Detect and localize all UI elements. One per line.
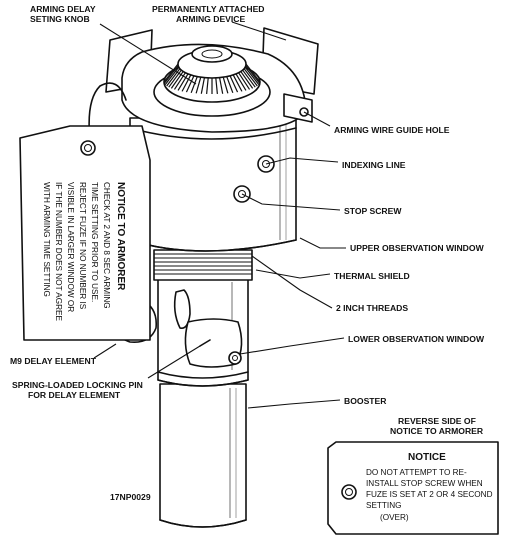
label-arming-delay-1: ARMING DELAY	[30, 4, 96, 14]
knob-knurl-tick	[245, 65, 261, 84]
tag-front-title: NOTICE TO ARMORER	[115, 182, 126, 291]
tag-front-line-5: IF THE NUMBER DOES NOT AGREE	[54, 182, 63, 321]
tag-front-line-1: CHECK AT 2 AND 8 SEC ARMING	[102, 182, 111, 309]
knob-knurl-tick	[222, 77, 229, 94]
knob-knurl-tick	[166, 68, 181, 87]
knob-knurl-tick	[195, 77, 202, 94]
knob-knurl-tick	[164, 66, 180, 86]
tag-back-line-2: INSTALL STOP SCREW WHEN	[366, 479, 483, 488]
notice-tag-back: NOTICE DO NOT ATTEMPT TO RE- INSTALL STO…	[327, 441, 499, 535]
tag-back-line-1: DO NOT ATTEMPT TO RE-	[366, 468, 467, 477]
tag-back-title: NOTICE	[408, 452, 446, 463]
label-perm-attached-2: ARMING DEVICE	[176, 14, 246, 24]
leader-lines	[93, 21, 346, 409]
knob-knurl-tick	[232, 74, 243, 92]
label-booster: BOOSTER	[344, 396, 387, 406]
label-two-inch-threads: 2 INCH THREADS	[336, 303, 408, 313]
knob-knurl-tick	[242, 69, 256, 88]
knob-knurl-tick	[240, 71, 254, 89]
label-arming-wire-guide-hole: ARMING WIRE GUIDE HOLE	[334, 125, 450, 135]
tag-back-line-4: SETTING	[366, 501, 401, 510]
knob-knurl-tick	[218, 77, 224, 94]
locking-pin	[199, 339, 211, 347]
tag-front-line-3: REJECT FUZE IF NO NUMBER IS	[78, 182, 87, 310]
knob-knurl-tick	[245, 63, 261, 83]
threads	[153, 249, 253, 281]
label-reverse-side-2: NOTICE TO ARMORER	[390, 426, 484, 436]
notice-tag-front: NOTICE TO ARMORER CHECK AT 2 AND 8 SEC A…	[19, 82, 151, 341]
knob-knurl-tick	[243, 68, 258, 87]
knob-knurl-tick	[229, 75, 239, 93]
label-figure-id: 17NP0029	[110, 492, 151, 502]
label-upper-observation-window: UPPER OBSERVATION WINDOW	[350, 243, 485, 253]
label-lower-observation-window: LOWER OBSERVATION WINDOW	[348, 334, 485, 344]
tag-front-line-4: VISIBLE IN LARGER WINDOW OR	[66, 182, 75, 312]
knob-knurl-tick	[177, 73, 189, 91]
tag-back-line-3: FUZE IS SET AT 2 OR 4 SECOND	[366, 490, 493, 499]
upper-body	[129, 117, 297, 252]
label-thermal-shield: THERMAL SHIELD	[334, 271, 410, 281]
lower-observation-window	[184, 318, 243, 368]
knob-knurl-tick	[190, 76, 198, 94]
label-spring-pin-2: FOR DELAY ELEMENT	[28, 390, 121, 400]
label-spring-pin-1: SPRING-LOADED LOCKING PIN	[12, 380, 143, 390]
knob-knurl-tick	[215, 77, 218, 94]
knob-knurl-tick	[173, 72, 186, 90]
label-arming-delay-2: SETING KNOB	[30, 14, 90, 24]
label-indexing-line: INDEXING LINE	[342, 160, 406, 170]
tag-back-line-5: (OVER)	[380, 513, 409, 522]
booster-body	[159, 383, 247, 528]
knob-knurl-tick	[163, 65, 179, 84]
tag-front-line-6: WITH ARMING TIME SETTING	[42, 182, 51, 297]
label-perm-attached-1: PERMANENTLY ATTACHED	[152, 4, 265, 14]
knob-knurl-tick	[238, 72, 251, 90]
knob-knurl-tick	[185, 75, 195, 93]
label-m9-delay-element: M9 DELAY ELEMENT	[10, 356, 97, 366]
knob-knurl-tick	[181, 74, 192, 92]
labels: ARMING DELAY SETING KNOB PERMANENTLY ATT…	[10, 4, 485, 502]
knob-knurl-tick	[244, 66, 260, 86]
arming-delay-knob	[153, 45, 271, 117]
knob-knurl-tick	[163, 63, 179, 83]
label-reverse-side-1: REVERSE SIDE OF	[398, 416, 476, 426]
label-stop-screw: STOP SCREW	[344, 206, 402, 216]
tag-front-line-2: TIME SETTING PRIOR TO USE.	[90, 182, 99, 302]
knob-knurl-tick	[235, 73, 247, 91]
knob-knurl-tick	[206, 77, 209, 94]
knob-knurl-tick	[226, 76, 234, 94]
knob-knurl-tick	[200, 77, 206, 94]
